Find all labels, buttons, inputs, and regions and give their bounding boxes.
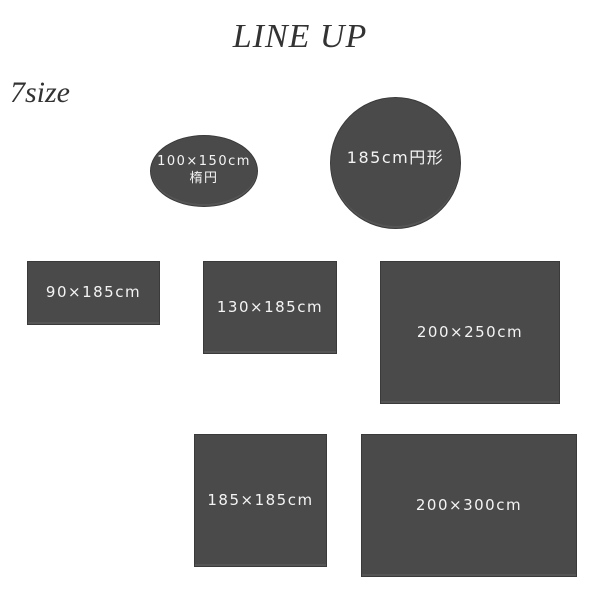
size-label: 90×185cm (45, 283, 142, 302)
size-label: 130×185cm (216, 297, 324, 316)
size-label: 200×300cm (415, 495, 523, 514)
size-label: 185cm円形 (346, 147, 445, 167)
size-square-185x185: 185×185cm (194, 434, 327, 567)
size-oval-100x150: 100×150cm 楕円 (150, 135, 258, 207)
size-circle-185: 185cm円形 (330, 97, 461, 229)
page-title: LINE UP (232, 18, 368, 55)
size-rect-200x300: 200×300cm (361, 434, 577, 577)
size-rect-90x185: 90×185cm (27, 261, 160, 325)
size-label: 200×250cm (416, 322, 524, 341)
size-rect-200x250: 200×250cm (380, 261, 560, 404)
size-label: 185×185cm (207, 490, 314, 509)
size-label: 100×150cm (157, 154, 251, 170)
size-sublabel: 楕円 (189, 171, 219, 186)
size-count: 7size (10, 76, 70, 109)
size-rect-130x185: 130×185cm (203, 261, 337, 354)
